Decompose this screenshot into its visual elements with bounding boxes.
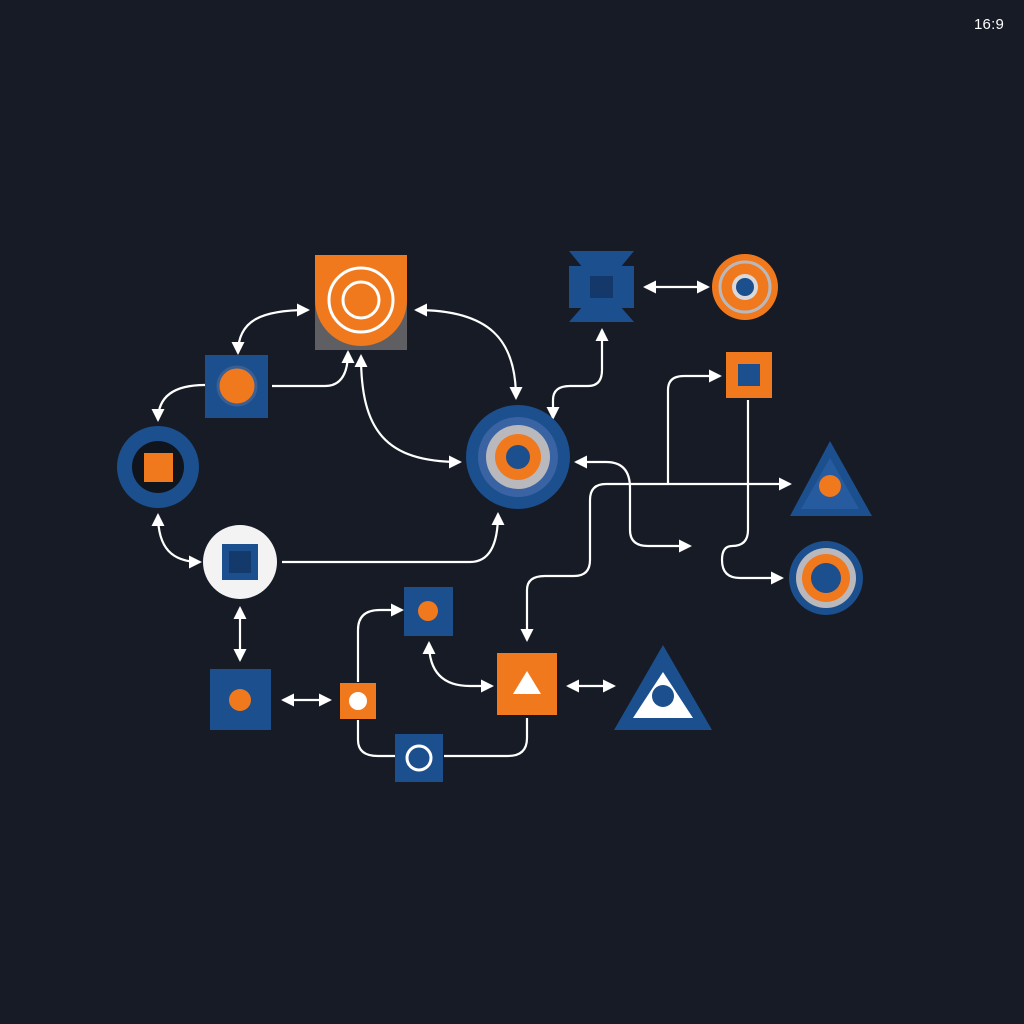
link-shield-bottom-to-hub xyxy=(354,354,462,469)
white-circle-blue-square-node[interactable] xyxy=(203,525,277,599)
link-hub-to-bluetriangle xyxy=(574,455,692,553)
small-blue-square-orange-dot-node[interactable] xyxy=(404,587,453,636)
link-hub-to-orangesquare xyxy=(666,369,722,484)
orange-ring-target-node[interactable] xyxy=(712,254,778,320)
connectors xyxy=(151,280,792,758)
link-smallorange-to-smallblue xyxy=(356,603,404,682)
orange-square-white-triangle-node[interactable] xyxy=(497,653,557,715)
blue-bowtie-square-node[interactable] xyxy=(569,251,634,322)
link-orangesquare-to-bluetarget xyxy=(720,400,784,585)
blue-square-orange-dot-node[interactable] xyxy=(205,355,268,418)
blue-triangle-white-node[interactable] xyxy=(614,645,712,730)
small-orange-square-white-dot-node[interactable] xyxy=(340,683,376,719)
blue-ring-orange-target-node[interactable] xyxy=(789,541,863,615)
link-whitecircle-to-hub xyxy=(282,512,505,564)
blue-square-orange-dot-bottom-node[interactable] xyxy=(210,669,271,730)
link-bluering-to-orangetriangle xyxy=(444,718,529,758)
link-shield-top-to-hub xyxy=(414,303,523,400)
orange-square-blue-square-node[interactable] xyxy=(726,352,772,398)
link-bluesquare-to-shield xyxy=(231,303,310,355)
blue-ring-orange-square-node[interactable] xyxy=(117,426,199,508)
link-bluesquare-to-ring xyxy=(151,383,206,422)
aspect-ratio-label: 16:9 xyxy=(974,16,1004,33)
blue-triangle-orange-dot-node[interactable] xyxy=(790,441,872,516)
link-smallorange-to-bluering xyxy=(356,720,396,758)
central-hub-node[interactable] xyxy=(466,405,570,509)
orange-shield-node[interactable] xyxy=(315,255,407,350)
link-ring-to-whitecircle xyxy=(151,513,202,569)
blue-square-white-ring-node[interactable] xyxy=(395,734,443,782)
link-hub-to-bowtie xyxy=(546,328,609,420)
link-smallblue-to-orangetriangle xyxy=(422,641,494,693)
link-bluesquare-right-to-shield xyxy=(272,350,355,388)
link-crossing-to-bluetriangle xyxy=(520,477,792,642)
